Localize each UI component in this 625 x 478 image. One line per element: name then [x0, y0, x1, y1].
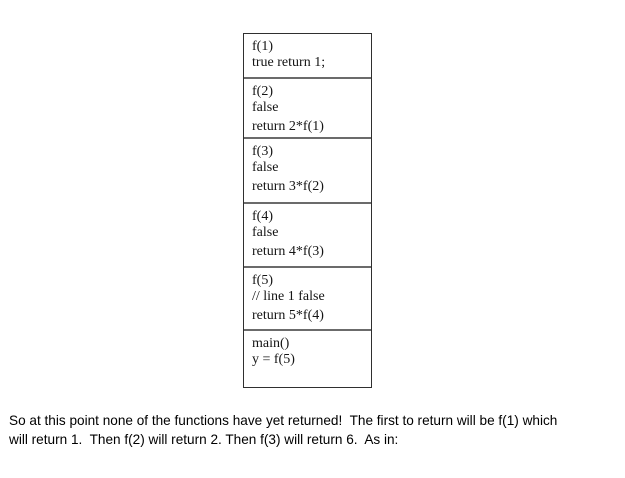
frame-line: // line 1 false	[252, 289, 325, 304]
caption-line-2: will return 1. Then f(2) will return 2. …	[9, 432, 399, 447]
frame-line: false	[252, 100, 279, 115]
stack-frame-main: main() y = f(5)	[244, 331, 371, 387]
stack-frame-f4: f(4) false return 4*f(3)	[244, 204, 371, 268]
frame-line: f(2)	[252, 84, 273, 99]
frame-line: f(5)	[252, 273, 273, 288]
frame-line: f(4)	[252, 209, 273, 224]
frame-line: return 4*f(3)	[252, 244, 324, 259]
stack-frame-f3: f(3) false return 3*f(2)	[244, 139, 371, 204]
frame-line: f(1)	[252, 39, 273, 54]
call-stack-diagram: f(1) true return 1; f(2) false return 2*…	[243, 33, 372, 388]
frame-line: f(3)	[252, 144, 273, 159]
frame-line: return 5*f(4)	[252, 308, 324, 323]
stack-frame-f1: f(1) true return 1;	[244, 34, 371, 79]
caption-line-1: So at this point none of the functions h…	[9, 413, 558, 428]
frame-line: main()	[252, 336, 290, 351]
frame-line: y = f(5)	[252, 352, 295, 367]
frame-line: false	[252, 160, 279, 175]
stack-frame-f2: f(2) false return 2*f(1)	[244, 79, 371, 139]
frame-line: true return 1;	[252, 55, 326, 70]
frame-line: false	[252, 225, 279, 240]
frame-line: return 3*f(2)	[252, 179, 324, 194]
caption-text: So at this point none of the functions h…	[9, 411, 621, 449]
stack-frame-f5: f(5) // line 1 false return 5*f(4)	[244, 268, 371, 331]
frame-line: return 2*f(1)	[252, 119, 324, 134]
